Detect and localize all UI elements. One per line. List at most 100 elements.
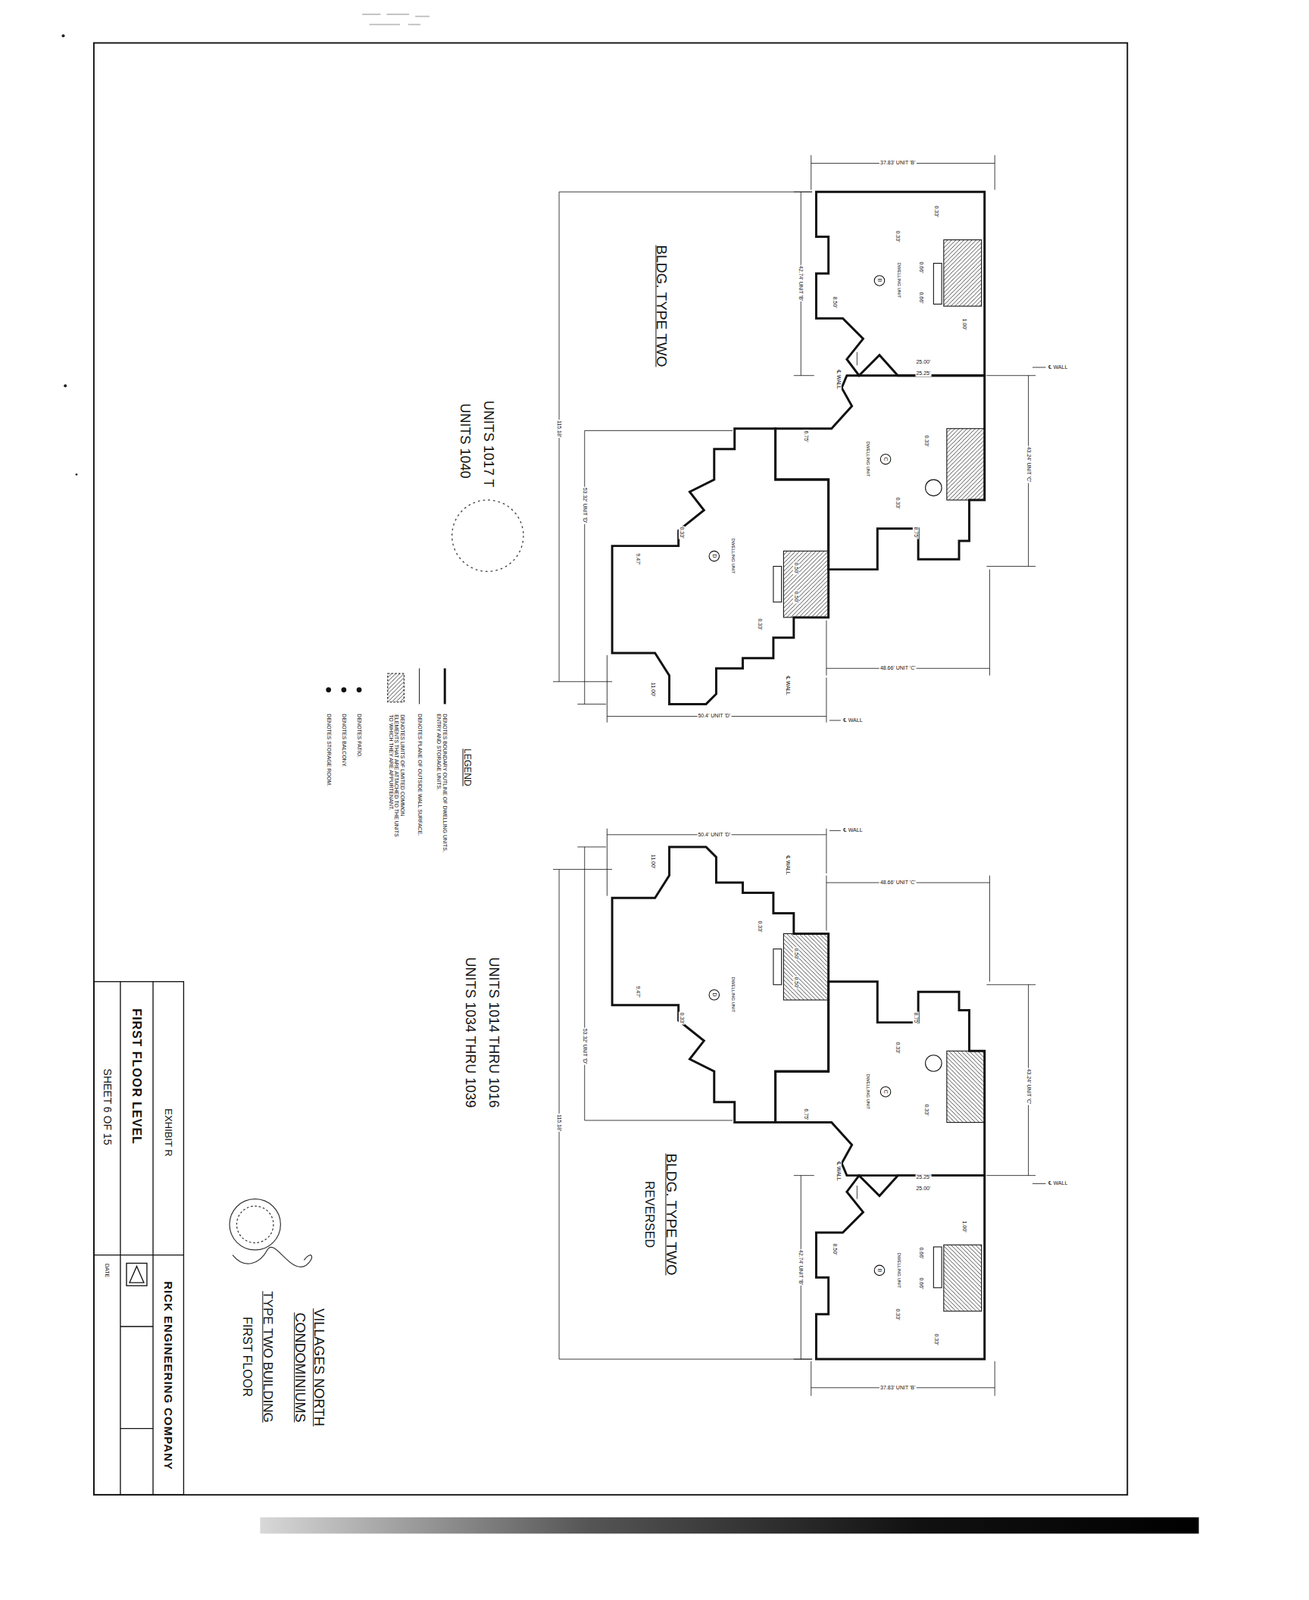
building-heading: UNITS 1034 THRU 1039 — [462, 956, 478, 1110]
dimension-label: 0.33' — [757, 919, 764, 933]
dimension-label: 0.33' — [757, 618, 764, 632]
dimension-label: 53.32' UNIT 'D' — [581, 1027, 588, 1065]
dimension-label: 42.74' UNIT 'B' — [797, 1249, 804, 1286]
dimension-label: 8.50' — [831, 295, 838, 309]
legend-text: DENOTES PATIO. — [356, 712, 363, 863]
building-type-two-reversed — [552, 828, 1047, 1397]
drawing-line — [93, 981, 185, 1495]
title-block-text: SHEET 6 OF 15 — [101, 1068, 113, 1147]
drawing-line — [356, 687, 361, 692]
drawing-line — [129, 1266, 144, 1284]
dimension-label: 37.83' UNIT 'B' — [879, 1384, 916, 1391]
drawing-line — [93, 981, 185, 1495]
dimension-label: 43.24' UNIT 'C' — [1025, 445, 1032, 483]
dimension-label: 6.75' — [802, 430, 810, 444]
drawing-line — [61, 34, 65, 38]
building-type-two — [552, 155, 1047, 723]
drawing-line — [63, 384, 67, 388]
drawing-line — [418, 668, 420, 704]
unit-name: DWELLING UNIT — [731, 537, 737, 575]
drawing-line — [232, 1246, 313, 1267]
legend-text: DENOTES LIMITS OF LIMITED COMMON ELEMENT… — [387, 713, 405, 838]
dimension-label: 0.33' — [894, 1041, 901, 1055]
dimension-label: 1.00' — [961, 1219, 968, 1233]
dimension-label: 0.66' — [918, 1246, 925, 1260]
dimension-label: 37.83' UNIT 'B' — [879, 160, 916, 167]
dimension-label: 25.00' — [915, 359, 931, 366]
dimension-label: 43.24' UNIT 'C' — [1025, 1068, 1032, 1106]
building-heading: UNITS 1040 — [456, 402, 472, 479]
building-heading: REVERSED — [642, 1180, 657, 1249]
dimension-label: 8.75' — [913, 526, 920, 540]
dimension-label: 0.50' — [793, 590, 800, 603]
dimension-label: 6.75' — [802, 1107, 810, 1121]
dimension-label: 0.33' — [678, 526, 685, 540]
dimension-label: 0.33' — [894, 230, 901, 244]
legend-text: DENOTES PLANE OF OUTSIDE WALL SURFACE. — [416, 712, 423, 863]
building-heading: TYPE TWO BUILDING — [260, 1290, 275, 1425]
unit-name: DWELLING UNIT — [896, 1251, 902, 1289]
title-block-text: EXHIBIT R — [162, 1107, 174, 1157]
building-heading: UNITS 1014 THRU 1016 — [485, 956, 501, 1110]
unit-name: DWELLING UNIT — [896, 262, 902, 300]
dimension-label: 25.25' — [915, 370, 931, 377]
building-heading: FIRST FLOOR — [240, 1316, 254, 1399]
dimension-label: 0.33' — [934, 1333, 941, 1347]
drawing-line — [229, 1199, 281, 1250]
dimension-label: ℄ WALL — [1047, 1180, 1069, 1187]
building-heading: BLDG. TYPE TWO — [663, 1152, 680, 1276]
unit-letter: D — [711, 993, 717, 997]
dimension-label: 0.66' — [918, 291, 925, 305]
drawing-line — [387, 673, 405, 703]
dimension-label: 0.33' — [678, 1012, 685, 1025]
dimension-label: 8.50' — [831, 1242, 838, 1256]
title-block-text: RICK ENGINEERING COMPANY — [162, 1280, 175, 1472]
drawing-line — [341, 687, 346, 692]
dimension-label: 53.32' UNIT 'D' — [581, 486, 588, 524]
dimension-label: 115.18' — [556, 1112, 563, 1131]
legend-text: DENOTES STORAGE ROOM. — [325, 712, 332, 863]
legend-text: DENOTES BALCONY. — [340, 712, 347, 863]
drawing-line — [326, 687, 331, 692]
unit-letter: B — [876, 1268, 882, 1272]
dimension-label: 0.33' — [894, 1307, 901, 1321]
drawing-line — [443, 668, 447, 704]
legend-text: DENOTES BOUNDARY OUTLINE OF DWELLING UNI… — [435, 712, 447, 863]
scan-dots — [61, 34, 78, 476]
dimension-label: 0.50' — [793, 562, 800, 575]
dimension-label: 11.00' — [649, 853, 657, 869]
dimension-label: ℄ WALL — [1047, 364, 1069, 371]
sheet-border — [93, 43, 1128, 1496]
drawing-line — [236, 1205, 273, 1243]
dimension-label: 48.66' UNIT 'C' — [879, 879, 917, 886]
dimension-label: 0.50' — [793, 976, 800, 990]
dimension-label: 0.66' — [918, 260, 925, 274]
building-heading: UNITS 1017 T — [480, 399, 496, 489]
building-heading: BLDG. TYPE TWO — [652, 244, 669, 369]
dimension-label: 1.00' — [961, 318, 968, 332]
dimension-label: ℄ WALL — [784, 854, 791, 875]
scan-edge-band — [259, 1517, 1199, 1534]
title-block-text: DATE — [104, 1262, 111, 1278]
dimension-label: ℄ WALL — [835, 368, 842, 390]
dimension-label: 9.47' — [634, 985, 641, 999]
drawing-line — [362, 14, 430, 25]
drawing-title: VILLAGES NORTH CONDOMINIUMS — [290, 1299, 329, 1434]
dimension-label: 0.33' — [894, 496, 901, 510]
dimension-label: 0.33' — [934, 204, 941, 218]
dimension-label: ℄ WALL — [835, 1161, 842, 1182]
dimension-label: 50.4' UNIT 'D' — [696, 713, 732, 720]
unit-letter: C — [883, 1090, 889, 1094]
dimension-label: 0.66' — [918, 1277, 925, 1291]
dimension-label: 48.66' UNIT 'C' — [879, 665, 917, 672]
unit-letter: D — [711, 553, 717, 558]
dimension-label: 8.75' — [913, 1012, 920, 1025]
title-block-text: FIRST FLOOR LEVEL — [130, 1007, 144, 1146]
dimension-label: 9.47' — [634, 552, 641, 566]
dimension-label: 115.18' — [556, 419, 563, 438]
title-block — [93, 981, 185, 1495]
dimension-label: 0.33' — [923, 1103, 930, 1117]
engineer-seal — [229, 1199, 313, 1268]
